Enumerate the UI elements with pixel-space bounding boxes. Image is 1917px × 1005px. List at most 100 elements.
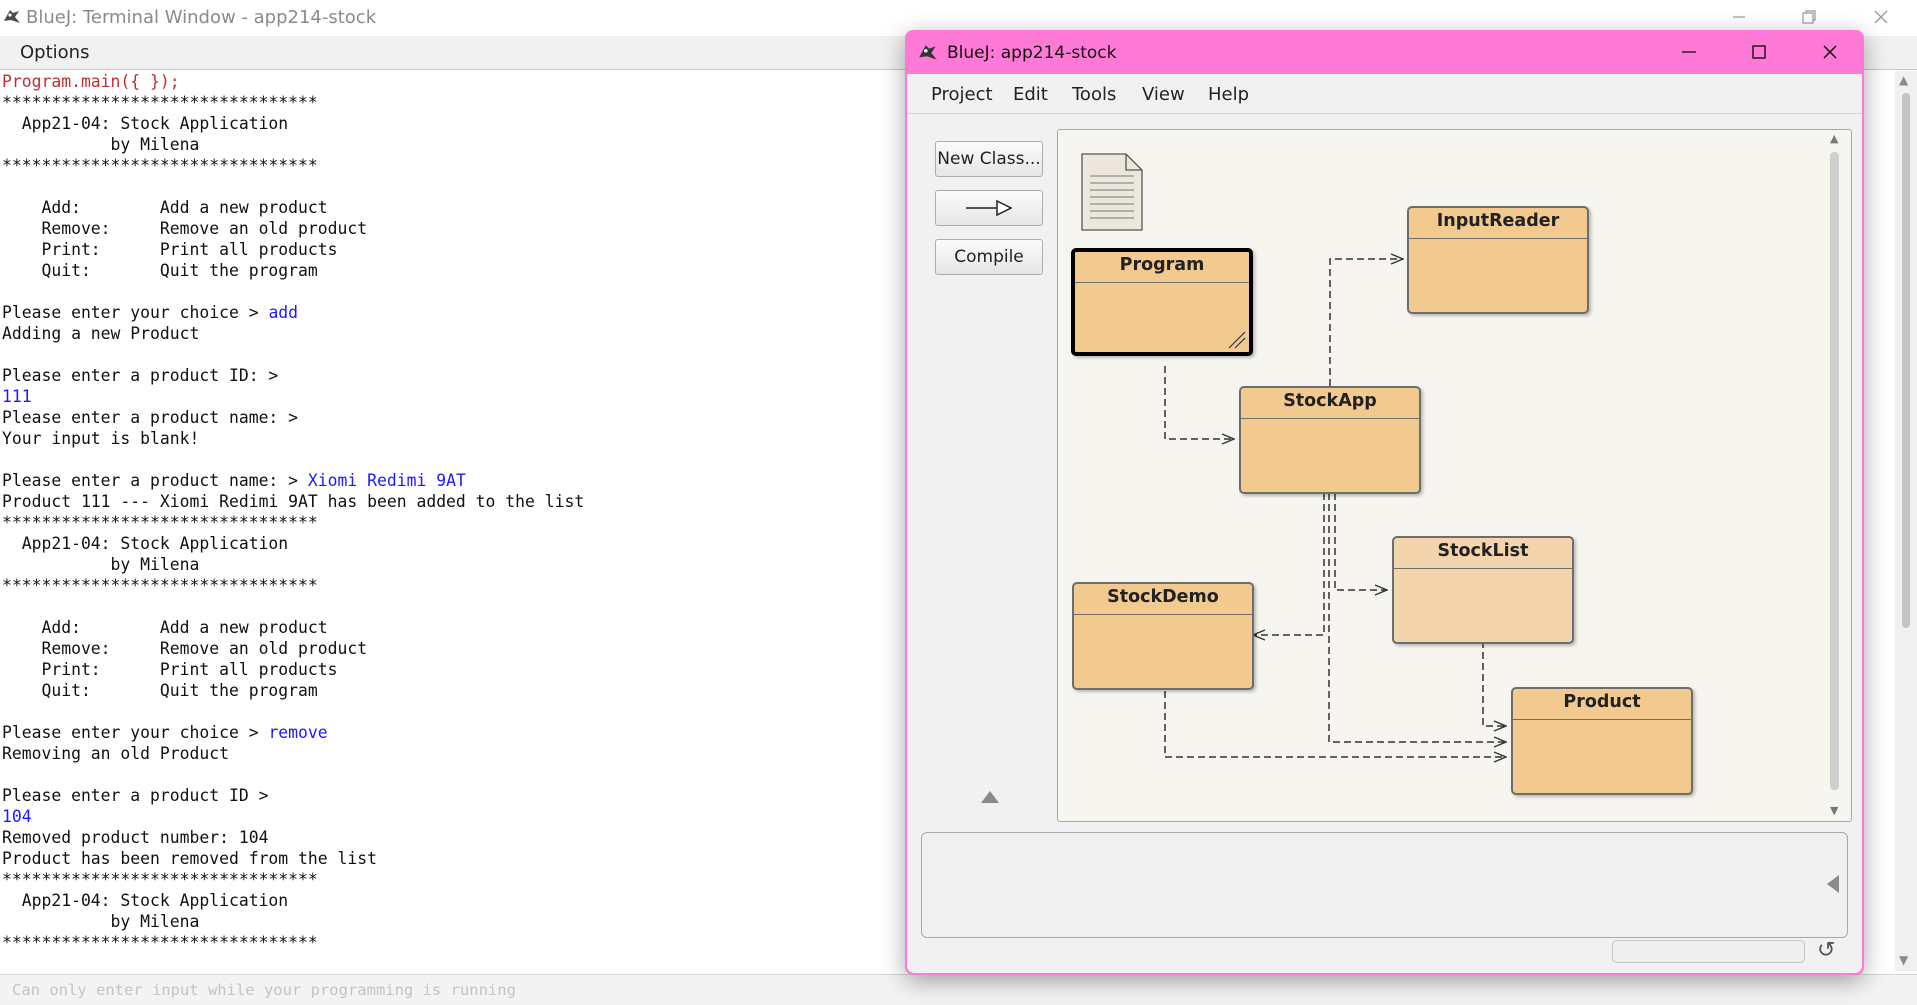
- terminal-line: Please enter a product name: > Xiomi Red…: [0, 470, 905, 491]
- scroll-up-icon[interactable]: ▲: [1899, 73, 1909, 87]
- terminal-line-text: Please enter a product ID: >: [2, 366, 279, 385]
- terminal-line: [0, 449, 905, 470]
- terminal-input-field[interactable]: Can only enter input while your programm…: [0, 974, 1917, 1005]
- terminal-line: App21-04: Stock Application: [0, 890, 905, 911]
- new-class-button[interactable]: New Class...: [935, 141, 1043, 177]
- scroll-down-icon[interactable]: ▼: [1899, 953, 1909, 967]
- terminal-scrollbar[interactable]: ▲ ▼: [1895, 71, 1917, 971]
- class-separator: [1075, 282, 1249, 283]
- class-name-inputreader: InputReader: [1436, 211, 1560, 231]
- terminal-line: [0, 764, 905, 785]
- minimize-icon: [1733, 16, 1745, 18]
- resize-handle-icon[interactable]: [1225, 328, 1247, 350]
- terminal-line: Remove: Remove an old product: [0, 638, 905, 659]
- terminal-line-text: Adding a new Product: [2, 324, 200, 343]
- dependency-arrows: [1164, 130, 1852, 822]
- terminal-titlebar: BlueJ: Terminal Window - app214-stock: [0, 0, 1917, 34]
- terminal-line-text: Please enter your choice >: [2, 723, 269, 742]
- terminal-line: [0, 344, 905, 365]
- terminal-line-text: Please enter a product ID >: [2, 786, 269, 805]
- class-separator: [1394, 568, 1572, 569]
- terminal-window-title: BlueJ: Terminal Window - app214-stock: [26, 7, 377, 28]
- readme-document-icon[interactable]: [1080, 152, 1146, 234]
- object-bench[interactable]: [921, 832, 1848, 938]
- class-box-inputreader[interactable]: InputReader: [1407, 206, 1589, 314]
- close-button[interactable]: [1852, 0, 1910, 34]
- bluej-project-window: BlueJ: app214-stock Project Edit Tools V…: [905, 30, 1864, 975]
- terminal-output[interactable]: Program.main({ }); **********************…: [0, 71, 905, 971]
- terminal-line: Removed product number: 104: [0, 827, 905, 848]
- terminal-line: ********************************: [0, 932, 905, 953]
- arrow-stockapp-stocklist: [1334, 493, 1387, 590]
- minimize-button[interactable]: [1710, 0, 1768, 34]
- class-box-product[interactable]: Product: [1511, 687, 1693, 795]
- terminal-user-input: add: [268, 303, 299, 322]
- terminal-user-input: 111: [2, 387, 32, 406]
- close-icon: [1823, 45, 1837, 59]
- terminal-line-text: Print: Print all products: [2, 660, 338, 679]
- scrollbar-thumb[interactable]: [1902, 93, 1910, 628]
- menu-help[interactable]: Help: [1208, 84, 1250, 105]
- terminal-line: Add: Add a new product: [0, 617, 905, 638]
- terminal-line: Please enter your choice > remove: [0, 722, 905, 743]
- menu-edit[interactable]: Edit: [1013, 84, 1048, 105]
- terminal-line: Program.main({ });: [0, 71, 905, 92]
- bluej-maximize-button[interactable]: [1731, 36, 1787, 68]
- menu-project[interactable]: Project: [931, 84, 993, 105]
- scrollbar-thumb[interactable]: [1830, 152, 1839, 790]
- scroll-down-icon[interactable]: ▼: [1830, 804, 1839, 817]
- terminal-line-text: Remove: Remove an old product: [2, 219, 368, 238]
- close-icon: [1874, 10, 1888, 24]
- bluej-minimize-button[interactable]: [1661, 36, 1717, 68]
- new-arrow-button[interactable]: [935, 190, 1043, 226]
- expand-triangle-icon[interactable]: [1827, 875, 1839, 893]
- class-separator: [1513, 719, 1691, 720]
- bluej-titlebar: BlueJ: app214-stock: [905, 30, 1864, 74]
- terminal-line-text: Quit: Quit the program: [2, 261, 318, 280]
- minimize-icon: [1682, 51, 1696, 53]
- restore-icon: [1802, 10, 1816, 24]
- class-box-program[interactable]: Program: [1071, 248, 1253, 356]
- terminal-line-text: Add: Add a new product: [2, 618, 328, 637]
- class-separator: [1241, 418, 1419, 419]
- terminal-line-text: App21-04: Stock Application: [2, 534, 289, 553]
- bluej-close-button[interactable]: [1802, 36, 1858, 68]
- terminal-line-text: by Milena: [2, 135, 200, 154]
- reset-vm-icon[interactable]: ↺: [1817, 938, 1836, 963]
- menu-view[interactable]: View: [1142, 84, 1185, 105]
- diagram-scrollbar[interactable]: ▲ ▼: [1824, 130, 1846, 821]
- terminal-line-text: ********************************: [2, 513, 318, 532]
- arrow-stocklist-product: [1482, 641, 1506, 726]
- terminal-line: by Milena: [0, 911, 905, 932]
- terminal-line-text: Please enter your choice >: [2, 303, 269, 322]
- terminal-line: ********************************: [0, 869, 905, 890]
- scroll-up-icon[interactable]: ▲: [1830, 132, 1839, 145]
- terminal-line: Add: Add a new product: [0, 197, 905, 218]
- class-name-program: Program: [1119, 255, 1205, 275]
- terminal-input-placeholder: Can only enter input while your programm…: [12, 981, 516, 999]
- terminal-line: Please enter a product name: >: [0, 407, 905, 428]
- restore-button[interactable]: [1780, 0, 1838, 34]
- status-bar: [1612, 940, 1805, 963]
- terminal-line: by Milena: [0, 554, 905, 575]
- bluej-menubar: Project Edit Tools View Help: [907, 74, 1862, 114]
- class-box-stockapp[interactable]: StockApp: [1239, 386, 1421, 494]
- terminal-line: Print: Print all products: [0, 659, 905, 680]
- terminal-line: Quit: Quit the program: [0, 680, 905, 701]
- terminal-line-text: ********************************: [2, 156, 318, 175]
- class-box-stockdemo[interactable]: StockDemo: [1072, 582, 1254, 690]
- terminal-line-text: Please enter a product name: >: [2, 408, 299, 427]
- class-box-stocklist[interactable]: StockList: [1392, 536, 1574, 644]
- compile-button[interactable]: Compile: [935, 239, 1043, 275]
- arrow-stockapp-inputreader: [1329, 259, 1403, 386]
- terminal-line: ********************************: [0, 512, 905, 533]
- terminal-line-text: App21-04: Stock Application: [2, 114, 289, 133]
- bluej-window-title: BlueJ: app214-stock: [947, 43, 1117, 63]
- class-name-stockapp: StockApp: [1283, 391, 1377, 411]
- class-diagram[interactable]: Program InputReader StockApp StockList: [1057, 129, 1852, 822]
- collapse-triangle-icon[interactable]: [981, 791, 999, 803]
- terminal-line: Your input is blank!: [0, 428, 905, 449]
- terminal-line: 104: [0, 806, 905, 827]
- menu-tools[interactable]: Tools: [1072, 84, 1117, 105]
- menu-options[interactable]: Options: [20, 42, 90, 63]
